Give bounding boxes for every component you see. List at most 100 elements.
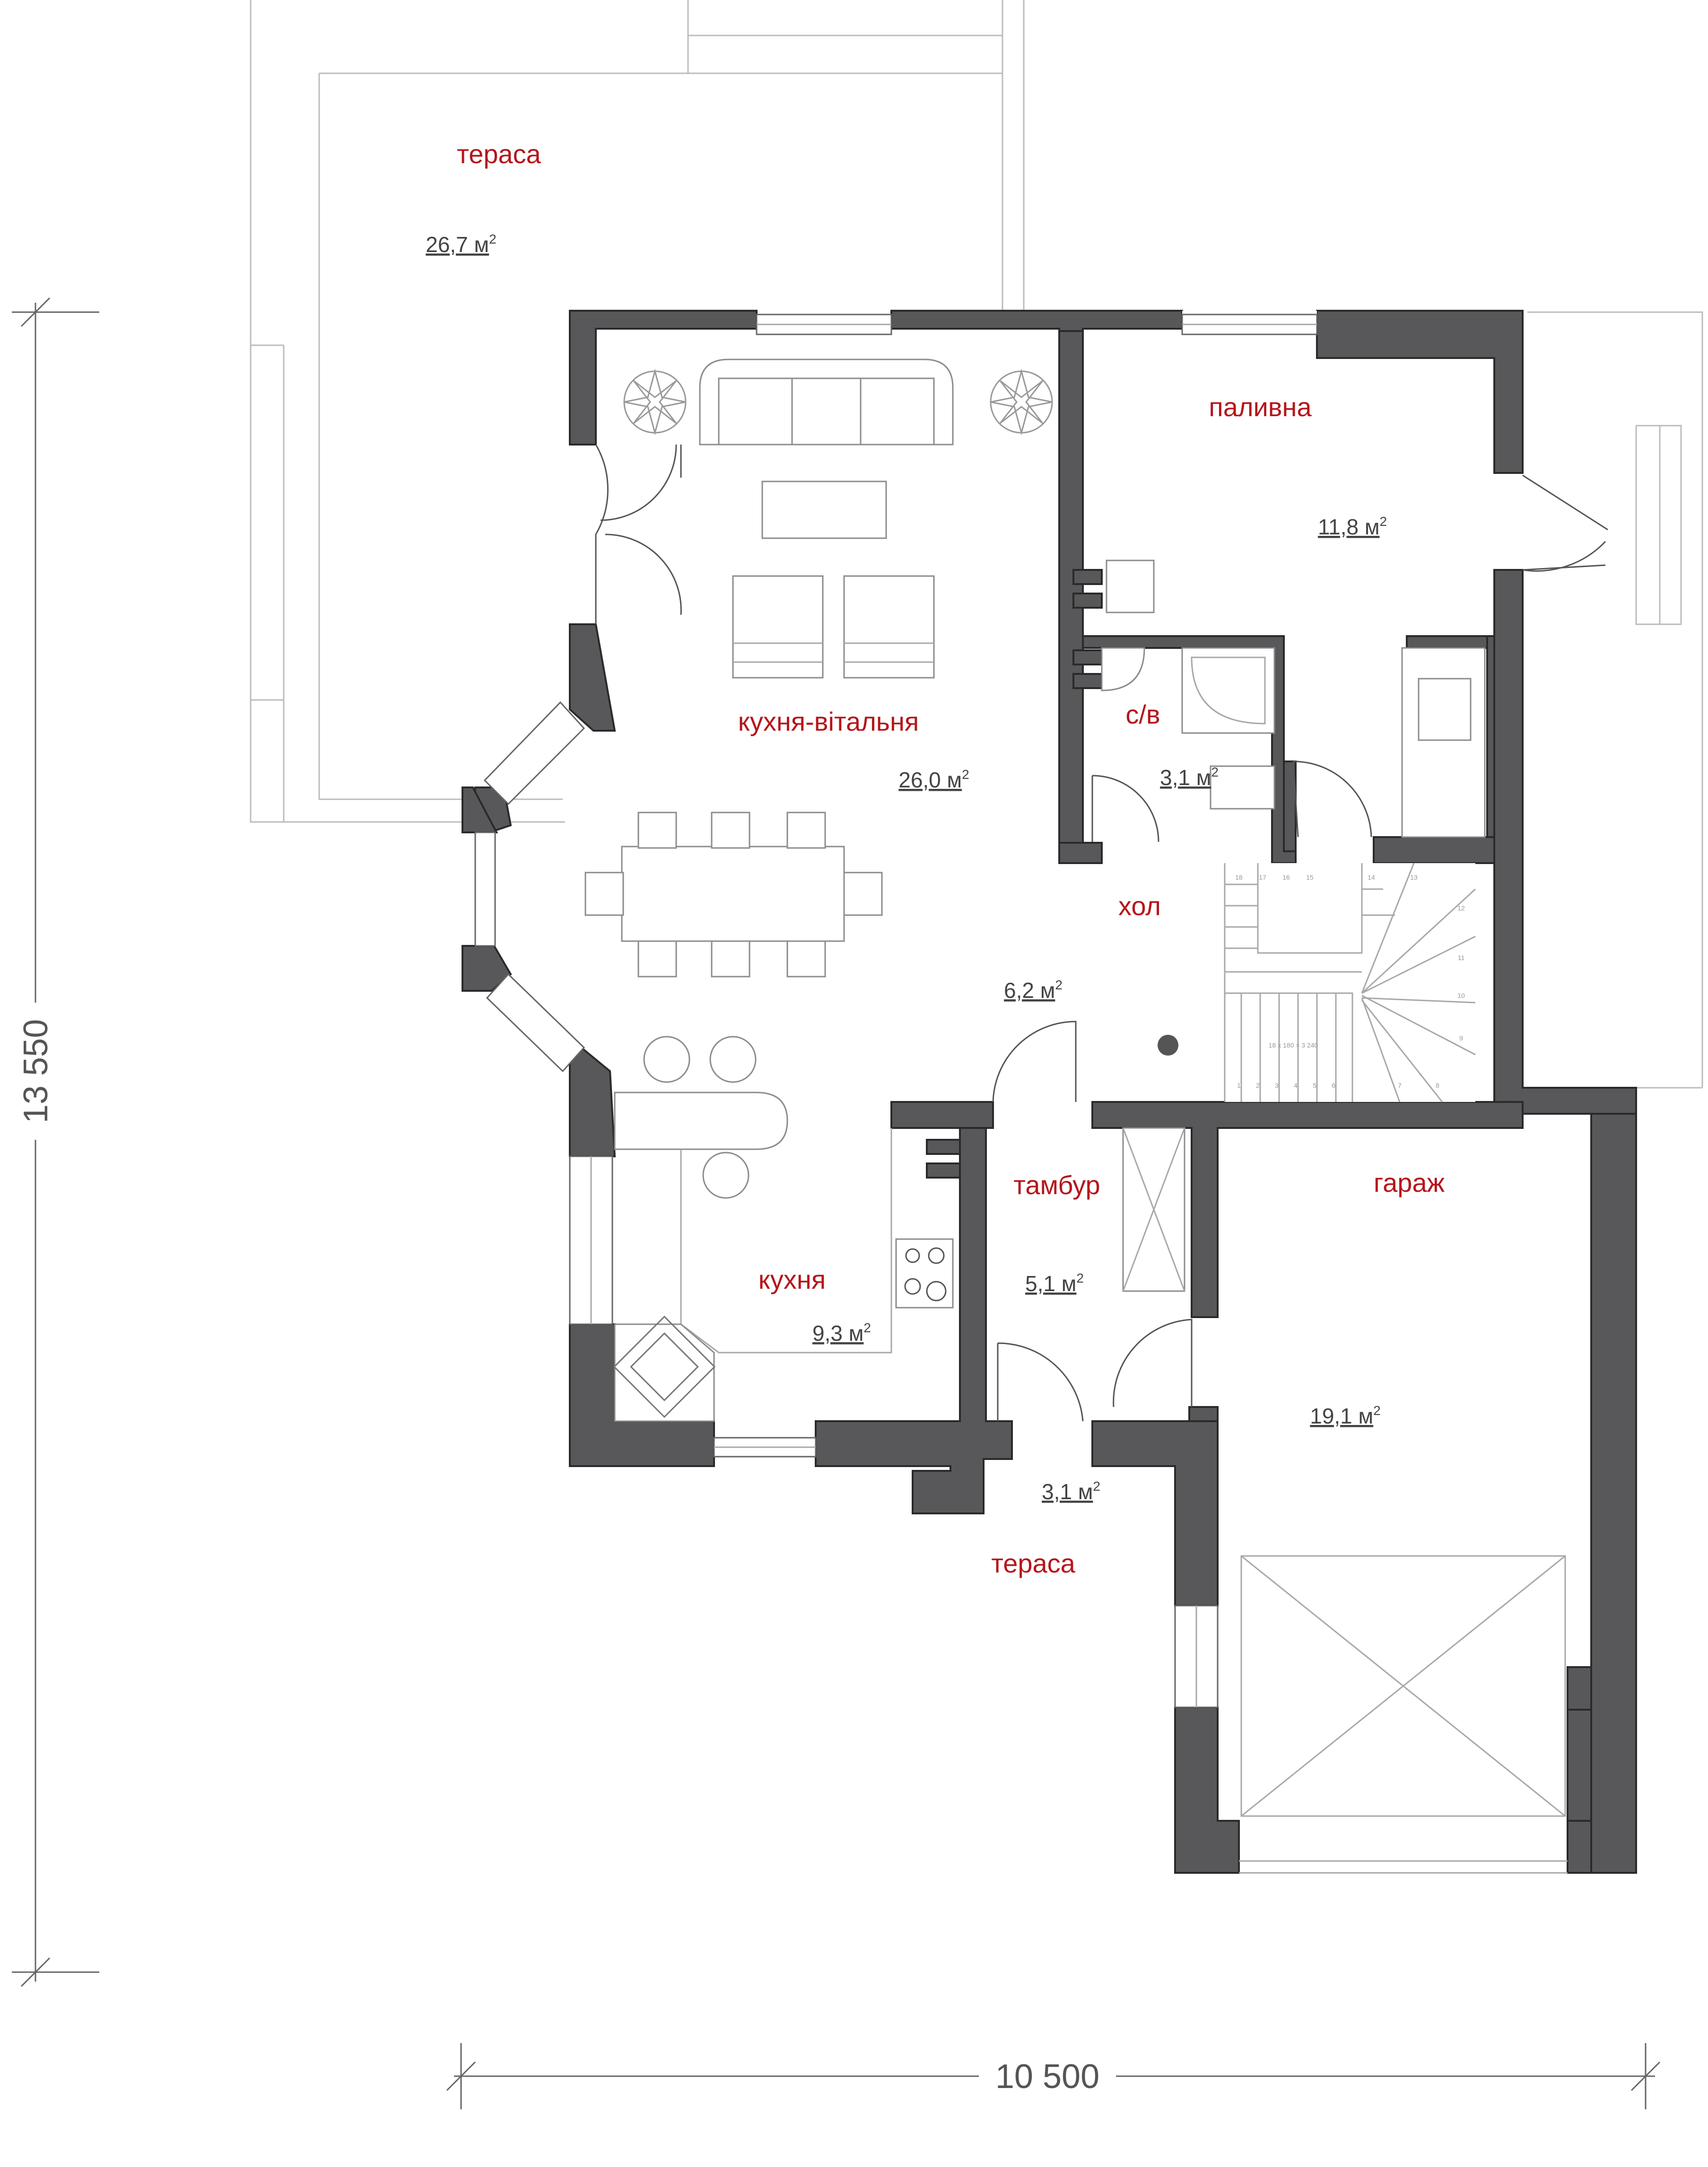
stair-newel-post xyxy=(1158,1035,1178,1056)
window-bay-upper xyxy=(483,701,585,805)
window-bay-middle xyxy=(474,831,496,947)
area-value: 9,3 м xyxy=(812,1321,863,1346)
area-sup: 2 xyxy=(962,767,969,782)
stair-step-number: 18 xyxy=(1235,874,1243,881)
area-value: 19,1 м xyxy=(1310,1404,1373,1428)
armchair-left-icon xyxy=(732,575,824,679)
stair-step-number: 4 xyxy=(1294,1082,1298,1089)
door-porch xyxy=(997,1342,1084,1422)
door-stair xyxy=(1292,760,1372,838)
stair-step-number: 15 xyxy=(1306,874,1314,881)
coffee-table xyxy=(761,481,887,539)
area-vestibule: 5,1 м2 xyxy=(1025,1271,1084,1296)
armchair-right-icon xyxy=(843,575,935,679)
area-sup: 2 xyxy=(1211,765,1219,779)
dimension-height: 13 550 xyxy=(12,297,99,1987)
kitchen-corner-cabinet xyxy=(614,1323,715,1422)
door-terrace-arc-a xyxy=(600,444,677,521)
label-vestibule: тамбур xyxy=(1013,1170,1100,1200)
door-hall-vestibule xyxy=(992,1021,1077,1102)
dimension-width-label: 10 500 xyxy=(995,2058,1099,2096)
area-value: 3,1 м xyxy=(1160,765,1211,790)
door-garage xyxy=(1113,1319,1193,1407)
plant-left-icon xyxy=(623,368,687,436)
cooktop-icon xyxy=(895,1238,954,1309)
door-terrace-arc-b xyxy=(605,533,682,615)
door-terrace-lower xyxy=(595,444,609,624)
shower-icon xyxy=(1181,647,1275,734)
stair-step-number: 2 xyxy=(1256,1082,1260,1089)
door-boiler-outer xyxy=(1522,474,1608,572)
toilet-icon xyxy=(1210,765,1275,810)
stair-step-number: 6 xyxy=(1332,1082,1335,1089)
boiler-unit xyxy=(1401,647,1486,838)
label-hall: хол xyxy=(1118,891,1161,921)
area-living: 26,0 м2 xyxy=(898,767,969,792)
area-sup: 2 xyxy=(489,232,497,246)
boiler-porch-outline xyxy=(1527,311,1703,1089)
bar-stools-icon xyxy=(643,1036,757,1199)
doors xyxy=(595,444,1608,1874)
stair-step-number: 7 xyxy=(1398,1082,1402,1089)
sink-icon xyxy=(613,1315,716,1418)
stair-step-number: 14 xyxy=(1368,874,1375,881)
area-terrace-top: 26,7 м2 xyxy=(426,232,497,257)
label-wc: с/в xyxy=(1125,699,1160,729)
stair-dimension-label: 18 x 180 = 3 240 xyxy=(1269,1041,1318,1049)
area-sup: 2 xyxy=(1076,1271,1084,1285)
stair-step-number: 3 xyxy=(1275,1082,1279,1089)
stair-step-number: 10 xyxy=(1457,992,1465,999)
stair-step-number: 9 xyxy=(1459,1034,1463,1042)
area-garage: 19,1 м2 xyxy=(1310,1403,1381,1428)
stair-step-number: 5 xyxy=(1313,1082,1316,1089)
area-value: 26,7 м xyxy=(426,232,489,257)
stair-step-number: 13 xyxy=(1410,874,1418,881)
area-value: 26,0 м xyxy=(898,768,962,792)
stair-step-number: 1 xyxy=(1237,1082,1241,1089)
area-sup: 2 xyxy=(1373,1403,1381,1418)
garage-gate xyxy=(1240,1555,1566,1817)
area-porch: 3,1 м2 xyxy=(1042,1479,1100,1504)
label-terrace-bottom: тераса xyxy=(991,1548,1075,1578)
stair-step-number: 17 xyxy=(1259,874,1266,881)
area-sup: 2 xyxy=(1379,514,1387,529)
area-sup: 2 xyxy=(863,1320,871,1335)
label-kitchen: кухня xyxy=(758,1265,826,1294)
dining-table-icon xyxy=(584,812,883,978)
bar-counter xyxy=(614,1092,788,1150)
stair-step-number: 16 xyxy=(1282,874,1290,881)
label-terrace-top: тераса xyxy=(457,139,541,169)
area-sup: 2 xyxy=(1093,1479,1100,1494)
window-bay-lower xyxy=(486,973,585,1073)
label-boiler: паливна xyxy=(1209,392,1312,422)
room-labels: тераса 26,7 м2 паливна 11,8 м2 кухня-віт… xyxy=(426,139,1445,1578)
wardrobe-icon xyxy=(1122,1127,1185,1292)
area-wc: 3,1 м2 xyxy=(1160,765,1219,790)
staircase: 18 x 180 = 3 240 1 2 3 4 5 6 7 8 9 10 11… xyxy=(1158,863,1476,1102)
stair-step-number: 11 xyxy=(1458,954,1465,961)
stair-step-number: 8 xyxy=(1436,1082,1439,1089)
stair-treads xyxy=(1225,863,1476,1102)
wc-sink-icon xyxy=(1101,647,1145,691)
area-kitchen: 9,3 м2 xyxy=(812,1320,871,1346)
stair-step-number: 12 xyxy=(1457,904,1465,912)
area-hall: 6,2 м2 xyxy=(1004,978,1063,1003)
area-value: 6,2 м xyxy=(1004,978,1055,1003)
area-sup: 2 xyxy=(1055,978,1063,992)
area-value: 3,1 м xyxy=(1042,1479,1093,1504)
door-wc xyxy=(1091,775,1159,842)
area-value: 11,8 м xyxy=(1318,515,1380,539)
furniture xyxy=(584,358,1486,1422)
plant-right-icon xyxy=(990,368,1053,436)
dimension-width: 10 500 xyxy=(446,2043,1661,2109)
dimension-height-label: 13 550 xyxy=(17,1019,55,1123)
sofa-icon xyxy=(699,358,954,446)
label-garage: гараж xyxy=(1374,1168,1445,1197)
terrace-top-outline xyxy=(250,0,1025,823)
label-living: кухня-вітальня xyxy=(738,707,919,736)
area-boiler: 11,8 м2 xyxy=(1318,514,1387,539)
boiler-sink xyxy=(1106,559,1155,613)
windows xyxy=(474,314,1318,1708)
area-value: 5,1 м xyxy=(1025,1271,1076,1296)
